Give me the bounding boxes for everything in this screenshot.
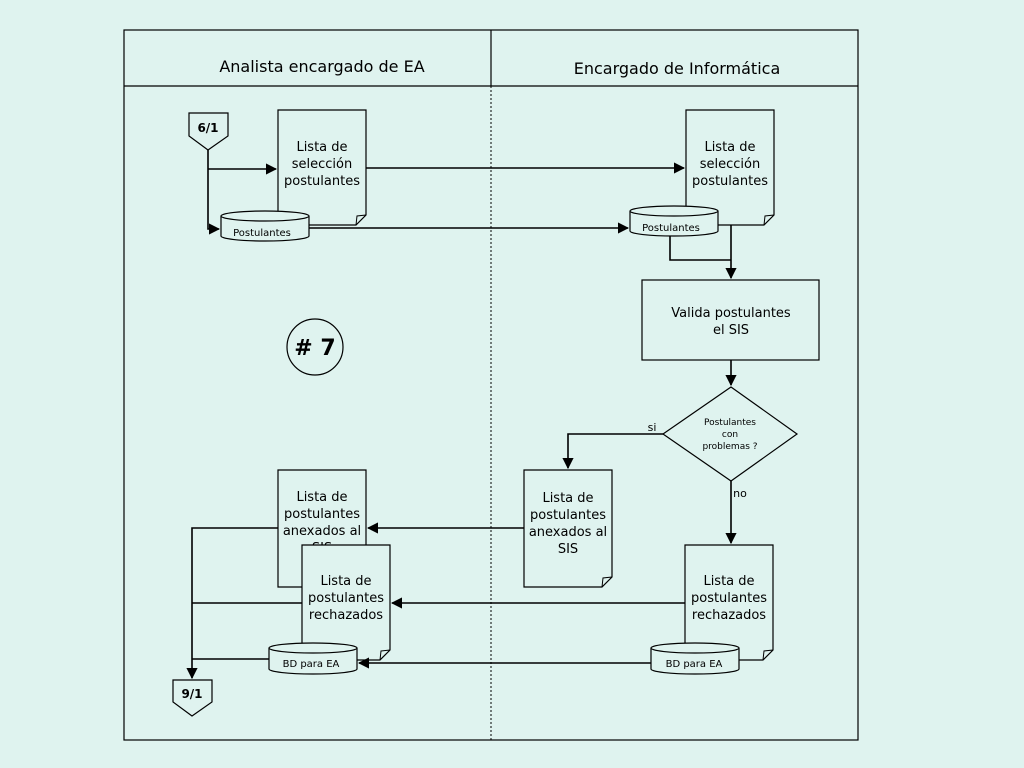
process-valida-line-2: el SIS <box>713 323 749 338</box>
connector-end-label: 9/1 <box>181 687 202 701</box>
doc-rechazados-left-line-2: postulantes <box>308 591 384 606</box>
doc-seleccion-left-line-2: selección <box>292 157 352 172</box>
doc-seleccion-right-line-1: Lista de <box>704 140 755 155</box>
db-postulantes-right: Postulantes <box>629 205 719 237</box>
db-bd-ea-left: BD para EA <box>268 642 358 675</box>
connector-start-label: 6/1 <box>197 121 218 135</box>
connector-start: 6/1 <box>188 112 229 151</box>
db-bd-ea-right-label: BD para EA <box>666 659 723 670</box>
decision-problemas: Postulantes con problemas ? <box>661 386 799 482</box>
doc-anexados-right: Lista de postulantes anexados al SIS <box>523 469 613 588</box>
db-postulantes-left-label: Postulantes <box>233 228 291 239</box>
doc-rechazados-right-line-1: Lista de <box>703 574 754 589</box>
doc-rechazados-left: Lista de postulantes rechazados <box>301 544 391 661</box>
decision-line-3: problemas ? <box>702 442 757 452</box>
connector-end: 9/1 <box>172 679 213 717</box>
decision-no-label: no <box>733 487 747 500</box>
process-valida-line-1: Valida postulantes <box>671 306 791 321</box>
arrow-anexados-left-to-end <box>186 527 278 680</box>
db-postulantes-left: Postulantes <box>220 210 310 242</box>
db-postulantes-right-label: Postulantes <box>642 223 700 234</box>
doc-seleccion-right-line-2: selección <box>700 157 760 172</box>
arrow-start-to-db-left <box>207 150 221 235</box>
db-bd-ea-left-label: BD para EA <box>283 659 340 670</box>
doc-anexados-left-line-3: anexados al <box>283 524 361 539</box>
page-marker: # 7 <box>286 318 344 376</box>
lane-title-analista: Analista encargado de EA <box>219 57 424 76</box>
doc-seleccion-left-line-1: Lista de <box>296 140 347 155</box>
doc-seleccion-right: Lista de selección postulantes <box>685 109 775 226</box>
doc-anexados-right-line-3: anexados al <box>529 525 607 540</box>
swimlane-frame: Analista encargado de EA Encargado de In… <box>123 29 859 741</box>
decision-line-1: Postulantes <box>704 418 756 428</box>
doc-anexados-right-line-1: Lista de <box>542 491 593 506</box>
doc-seleccion-right-line-3: postulantes <box>692 174 768 189</box>
doc-rechazados-right: Lista de postulantes rechazados <box>684 544 774 661</box>
page-marker-label: # 7 <box>294 336 335 361</box>
doc-anexados-right-line-2: postulantes <box>530 508 606 523</box>
process-valida: Valida postulantes el SIS <box>641 279 820 361</box>
flow-arrows <box>186 150 737 680</box>
doc-anexados-left-line-1: Lista de <box>296 490 347 505</box>
doc-anexados-right-line-4: SIS <box>558 542 578 557</box>
doc-anexados-left-line-2: postulantes <box>284 507 360 522</box>
decision-yes-label: si <box>648 421 657 434</box>
doc-rechazados-right-line-2: postulantes <box>691 591 767 606</box>
doc-rechazados-left-line-1: Lista de <box>320 574 371 589</box>
doc-seleccion-left: Lista de selección postulantes <box>277 109 367 226</box>
db-bd-ea-right: BD para EA <box>650 642 740 675</box>
doc-rechazados-right-line-3: rechazados <box>692 608 766 623</box>
arrow-decision-si <box>562 433 663 470</box>
line-db-right-to-process <box>669 236 731 261</box>
doc-seleccion-left-line-3: postulantes <box>284 174 360 189</box>
doc-rechazados-left-line-3: rechazados <box>309 608 383 623</box>
decision-line-2: con <box>722 430 738 440</box>
lane-title-informatica: Encargado de Informática <box>574 59 781 78</box>
